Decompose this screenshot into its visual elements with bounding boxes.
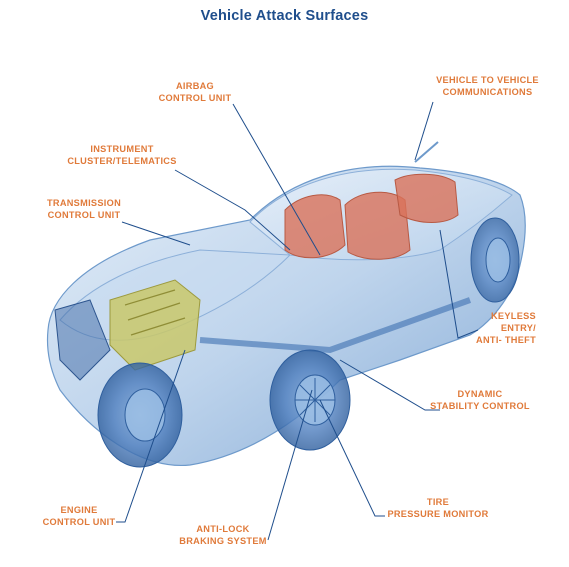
label-line: CONTROL UNIT <box>42 517 116 527</box>
engine-block <box>109 279 201 371</box>
label-line: INSTRUMENT <box>90 144 154 154</box>
leader-v2v <box>414 101 434 161</box>
seats <box>284 173 459 260</box>
rear-front-wheel <box>269 349 351 451</box>
label-line: TRANSMISSION <box>46 198 122 208</box>
label-line: ENGINE <box>60 505 98 515</box>
leader-tire <box>319 399 385 517</box>
label-line: ANTI-LOCK <box>196 524 250 534</box>
label-anti-lock-braking: ANTI-LOCK BRAKING SYSTEM <box>178 523 268 547</box>
label-line: ENTRY/ <box>500 323 536 333</box>
label-line: KEYLESS <box>491 311 536 321</box>
front-grille <box>54 299 111 381</box>
label-line: AIRBAG <box>175 81 215 91</box>
antenna <box>414 141 439 163</box>
leader-dynamic <box>339 359 440 411</box>
diagram-title: Vehicle Attack Surfaces <box>200 8 369 24</box>
drivetrain <box>199 297 472 354</box>
leader-transmission <box>121 221 191 246</box>
leader-lines <box>116 101 479 541</box>
label-keyless-entry: KEYLESS ENTRY/ ANTI- THEFT <box>460 310 536 346</box>
label-line: STABILITY CONTROL <box>430 401 530 411</box>
label-vehicle-to-vehicle: VEHICLE TO VEHICLE COMMUNICATIONS <box>430 74 545 98</box>
label-line: CONTROL UNIT <box>47 210 121 220</box>
label-airbag-control-unit: AIRBAG CONTROL UNIT <box>151 80 239 104</box>
leader-abs <box>267 389 313 541</box>
label-line: TIRE <box>426 497 450 507</box>
label-line: VEHICLE TO VEHICLE <box>436 75 539 85</box>
label-transmission-control-unit: TRANSMISSION CONTROL UNIT <box>44 197 124 221</box>
label-line: PRESSURE MONITOR <box>387 509 489 519</box>
front-wheel <box>97 362 183 468</box>
rear-wheel <box>470 217 520 303</box>
leader-engine <box>116 349 186 523</box>
label-dynamic-stability-control: DYNAMIC STABILITY CONTROL <box>430 388 530 412</box>
leader-instrument <box>174 169 291 251</box>
label-line: DYNAMIC <box>457 389 503 399</box>
label-line: BRAKING SYSTEM <box>179 536 267 546</box>
leader-airbag <box>232 103 321 256</box>
label-line: CONTROL UNIT <box>158 93 232 103</box>
label-tire-pressure-monitor: TIRE PRESSURE MONITOR <box>386 496 490 520</box>
label-line: COMMUNICATIONS <box>442 87 533 97</box>
label-engine-control-unit: ENGINE CONTROL UNIT <box>42 504 116 528</box>
label-line: CLUSTER/TELEMATICS <box>67 156 177 166</box>
label-instrument-cluster: INSTRUMENT CLUSTER/TELEMATICS <box>66 143 178 167</box>
leader-keyless <box>439 229 479 339</box>
label-line: ANTI- THEFT <box>476 335 536 345</box>
